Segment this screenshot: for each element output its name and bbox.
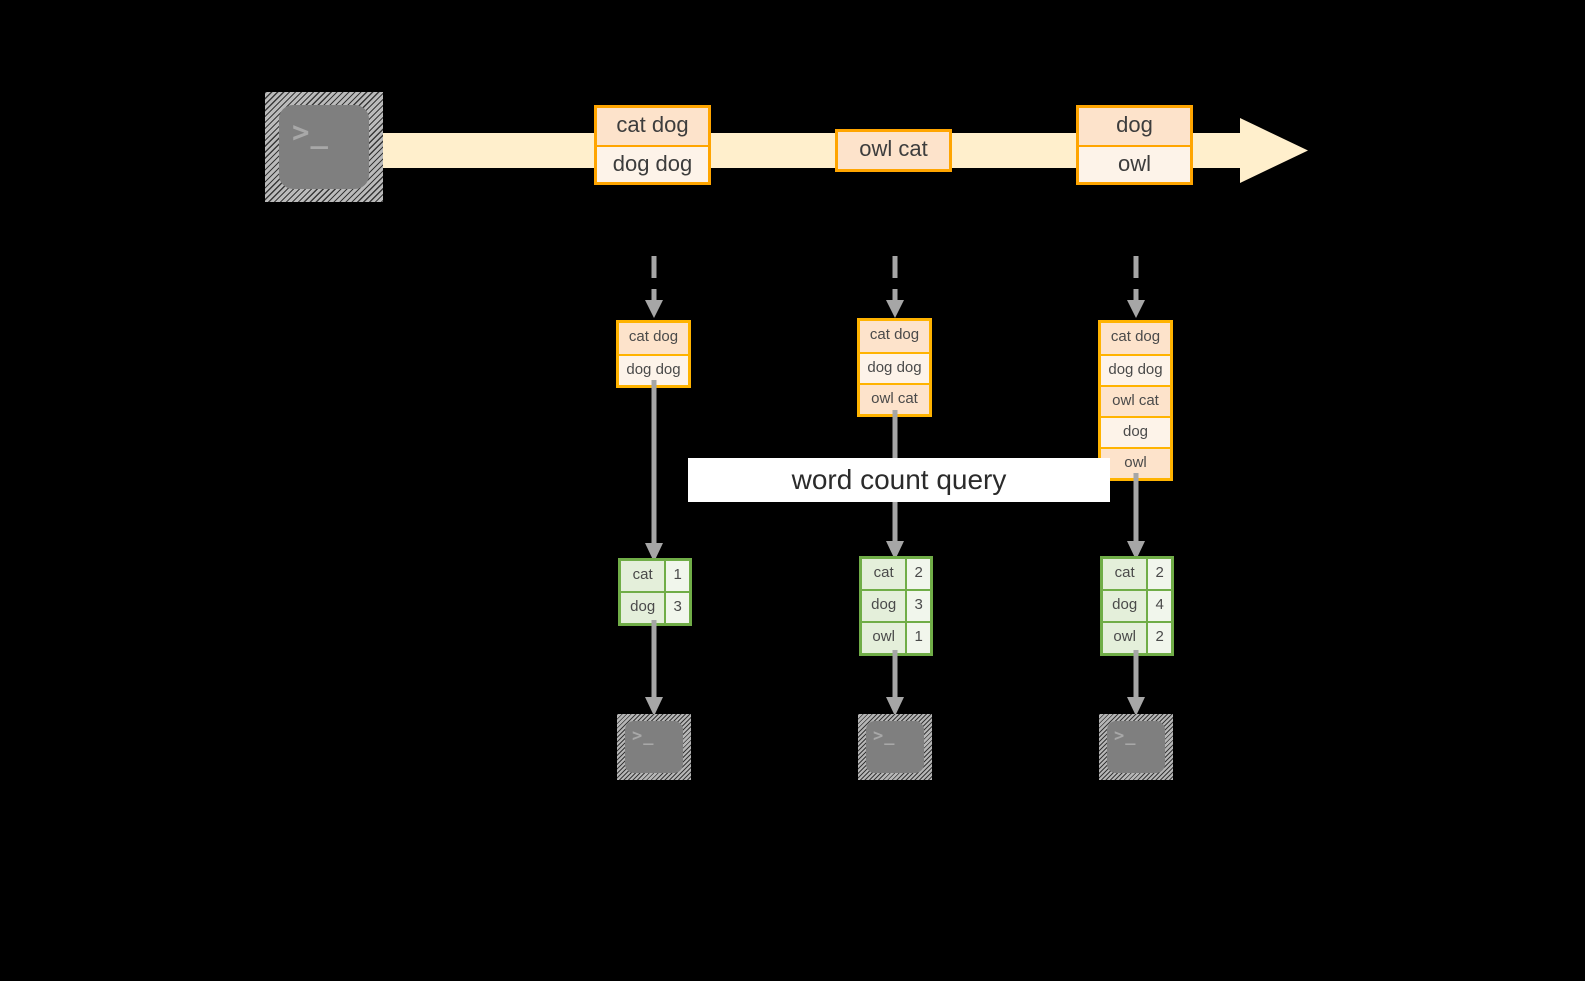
result-key: dog — [862, 591, 906, 621]
state-row: dog dog — [619, 354, 688, 385]
state-row: dog — [1101, 416, 1170, 447]
table-row: cat 1 — [621, 561, 689, 591]
result-value: 3 — [664, 593, 689, 623]
result-table-1[interactable]: cat 1 dog 3 — [618, 558, 692, 626]
result-value: 4 — [1146, 591, 1171, 621]
terminal-prompt-glyph: >_ — [632, 726, 655, 746]
state-box-3[interactable]: cat dog dog dog owl cat dog owl — [1098, 320, 1173, 481]
result-key: cat — [1103, 559, 1147, 589]
result-key: dog — [1103, 591, 1147, 621]
stream-record-2[interactable]: owl cat — [835, 129, 952, 172]
state-row: cat dog — [860, 321, 929, 352]
dashed-down-arrow-icon-3 — [1126, 256, 1146, 318]
record-line: cat dog — [597, 108, 708, 145]
state-box-1[interactable]: cat dog dog dog — [616, 320, 691, 388]
terminal-body — [625, 721, 683, 773]
table-row: cat 2 — [1103, 559, 1171, 589]
sink-terminal-icon-2[interactable]: >_ — [858, 714, 932, 780]
state-row: cat dog — [1101, 323, 1170, 354]
record-line: owl cat — [838, 132, 949, 169]
state-row: dog dog — [860, 352, 929, 383]
query-label: word count query — [688, 458, 1110, 502]
state-row: owl cat — [860, 383, 929, 414]
state-row: owl — [1101, 447, 1170, 478]
result-key: cat — [862, 559, 906, 589]
result-key: cat — [621, 561, 665, 591]
table-row: owl 2 — [1103, 621, 1171, 653]
record-line: dog dog — [597, 145, 708, 182]
dashed-down-arrow-icon-1 — [644, 256, 664, 318]
down-arrow-icon-result-to-sink-3 — [1126, 650, 1146, 716]
table-row: dog 3 — [621, 591, 689, 623]
result-table-2[interactable]: cat 2 dog 3 owl 1 — [859, 556, 933, 656]
table-row: dog 4 — [1103, 589, 1171, 621]
stream-record-3[interactable]: dog owl — [1076, 105, 1193, 185]
result-key: dog — [621, 593, 665, 623]
record-line: owl — [1079, 145, 1190, 182]
state-row: dog dog — [1101, 354, 1170, 385]
down-arrow-icon-state-to-result-3 — [1126, 473, 1146, 560]
result-value: 2 — [1146, 623, 1171, 653]
state-row: cat dog — [619, 323, 688, 354]
stream-record-1[interactable]: cat dog dog dog — [594, 105, 711, 185]
result-value: 2 — [1146, 559, 1171, 589]
source-terminal-icon[interactable]: >_ — [265, 92, 383, 202]
down-arrow-icon-state-to-result-1 — [644, 380, 664, 562]
result-key: owl — [862, 623, 906, 653]
state-row: owl cat — [1101, 385, 1170, 416]
result-value: 3 — [905, 591, 930, 621]
table-row: cat 2 — [862, 559, 930, 589]
result-value: 2 — [905, 559, 930, 589]
terminal-prompt-glyph: >_ — [873, 726, 896, 746]
result-value: 1 — [664, 561, 689, 591]
sink-terminal-icon-3[interactable]: >_ — [1099, 714, 1173, 780]
dashed-down-arrow-icon-2 — [885, 256, 905, 318]
terminal-body — [279, 105, 369, 189]
sink-terminal-icon-1[interactable]: >_ — [617, 714, 691, 780]
down-arrow-icon-result-to-sink-2 — [885, 650, 905, 716]
terminal-prompt-glyph: >_ — [292, 115, 329, 149]
record-line: dog — [1079, 108, 1190, 145]
terminal-body — [866, 721, 924, 773]
terminal-prompt-glyph: >_ — [1114, 726, 1137, 746]
result-table-3[interactable]: cat 2 dog 4 owl 2 — [1100, 556, 1174, 656]
state-box-2[interactable]: cat dog dog dog owl cat — [857, 318, 932, 417]
result-value: 1 — [905, 623, 930, 653]
terminal-body — [1107, 721, 1165, 773]
table-row: dog 3 — [862, 589, 930, 621]
table-row: owl 1 — [862, 621, 930, 653]
down-arrow-icon-result-to-sink-1 — [644, 620, 664, 716]
result-key: owl — [1103, 623, 1147, 653]
